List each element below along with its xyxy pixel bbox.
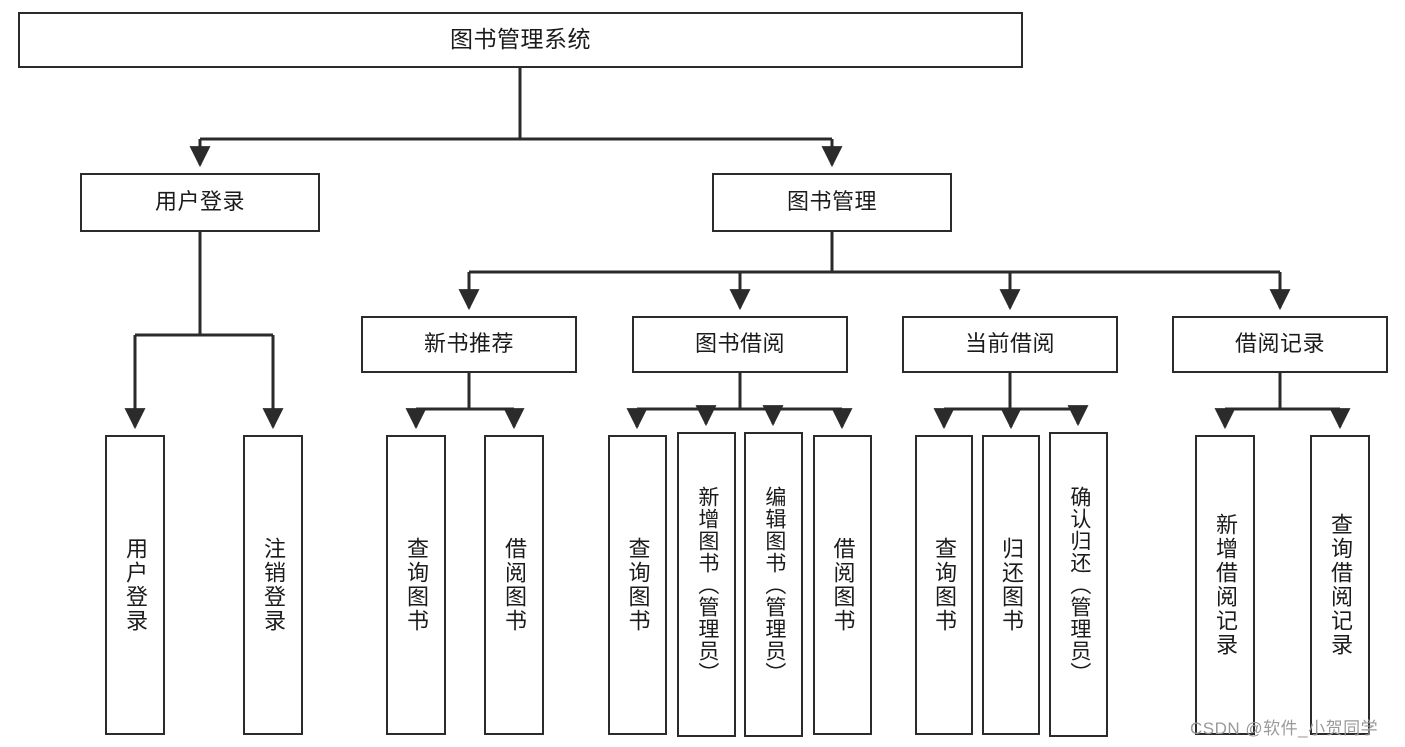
node-leaf-logout-login[interactable]: 注销登录 [243,435,303,735]
node-leaf-add-record[interactable]: 新增借阅记录 [1195,435,1255,735]
node-label: 查询图书 [403,537,429,633]
node-current-borrow[interactable]: 当前借阅 [902,316,1118,373]
csdn-watermark: CSDN @软件_小贺同学 [1190,719,1379,738]
node-label: 借阅记录 [1234,331,1325,357]
node-borrow-record[interactable]: 借阅记录 [1172,316,1388,373]
node-label: 图书管理系统 [450,26,591,53]
node-label: 用户登录 [122,537,148,633]
node-leaf-query-book-2[interactable]: 查询图书 [608,435,667,735]
node-label: 用户登录 [154,189,245,215]
node-label: 借阅图书 [501,537,527,633]
node-label: 借阅图书 [830,537,856,633]
node-label: 新增借阅记录 [1212,513,1238,657]
node-label: 查询借阅记录 [1327,513,1353,657]
node-leaf-borrow-book-2[interactable]: 借阅图书 [813,435,872,735]
node-book-manage[interactable]: 图书管理 [712,173,952,232]
node-leaf-query-record[interactable]: 查询借阅记录 [1310,435,1370,735]
node-leaf-confirm-return[interactable]: 确认归还（管理员） [1049,432,1108,737]
node-label: 确认归还（管理员） [1067,485,1091,684]
node-label: 新增图书（管理员） [695,485,719,684]
node-label: 查询图书 [931,537,957,633]
node-leaf-return-book[interactable]: 归还图书 [982,435,1040,735]
node-label: 新书推荐 [423,331,514,357]
node-leaf-query-book-1[interactable]: 查询图书 [386,435,446,735]
node-label: 图书管理 [786,189,877,215]
node-book-borrow[interactable]: 图书借阅 [632,316,848,373]
node-root[interactable]: 图书管理系统 [18,12,1023,68]
node-label: 当前借阅 [964,331,1055,357]
node-leaf-borrow-book-1[interactable]: 借阅图书 [484,435,544,735]
node-label: 归还图书 [998,537,1024,633]
node-leaf-add-book[interactable]: 新增图书（管理员） [677,432,736,737]
node-leaf-edit-book[interactable]: 编辑图书（管理员） [744,432,803,737]
node-new-book-recommend[interactable]: 新书推荐 [361,316,577,373]
node-label: 编辑图书（管理员） [762,485,786,684]
node-label: 注销登录 [260,537,286,633]
node-user-login[interactable]: 用户登录 [80,173,320,232]
node-label: 图书借阅 [694,331,785,357]
node-leaf-user-login[interactable]: 用户登录 [105,435,165,735]
node-leaf-query-book-3[interactable]: 查询图书 [915,435,973,735]
node-label: 查询图书 [625,537,651,633]
